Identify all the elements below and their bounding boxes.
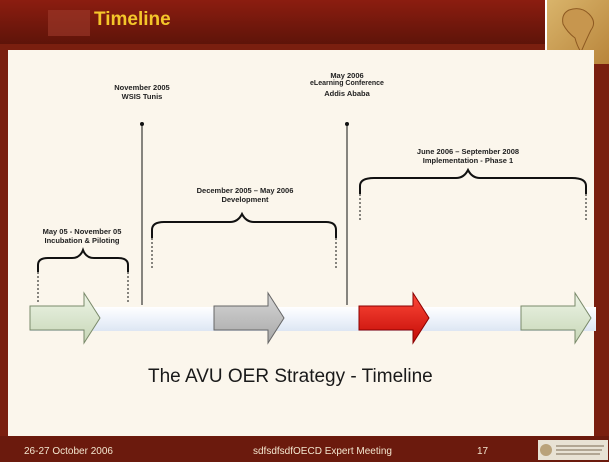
- arrow-development: [213, 291, 285, 345]
- brace-incubation: [37, 247, 129, 272]
- milestone-dot-wsis: [140, 122, 144, 126]
- milestone-wsis-name: WSIS Tunis: [121, 92, 163, 102]
- phase-implementation-dates: June 2006 – September 2008: [416, 147, 520, 156]
- milestone-wsis-date: November 2005: [114, 83, 170, 92]
- milestone-dot-elearning: [345, 122, 349, 126]
- milestone-elearning-place: Addis Ababa: [324, 89, 370, 99]
- footer-event: sdfsdfsdfOECD Expert Meeting: [253, 446, 392, 457]
- arrow-end: [520, 291, 592, 345]
- phase-incubation-dates: May 05 - November 05: [42, 227, 122, 236]
- phase-incubation-name: Incubation & Piloting: [44, 236, 120, 246]
- slide-title: Timeline: [94, 9, 171, 30]
- arrow-incubation: [29, 291, 101, 345]
- slide-header: [0, 0, 609, 44]
- timeline-band: [30, 307, 596, 331]
- slide-footer: [0, 436, 609, 462]
- milestone-elearning-name: eLearning Conference: [310, 80, 384, 88]
- phase-development-dates: December 2005 – May 2006: [196, 186, 294, 195]
- brace-development: [151, 211, 337, 238]
- footer-page-number: 17: [477, 446, 489, 457]
- milestone-label-wsis: November 2005 WSIS Tunis: [92, 83, 192, 102]
- milestone-elearning-date: May 2006: [330, 71, 364, 80]
- strategy-caption: The AVU OER Strategy - Timeline: [148, 366, 433, 387]
- milestone-label-elearning: May 2006 eLearning Conference Addis Abab…: [290, 71, 404, 99]
- phase-development-name: Development: [221, 195, 269, 205]
- arrow-implementation: [358, 291, 430, 345]
- slide-content: [8, 50, 594, 436]
- phase-implementation-name: Implementation - Phase 1: [422, 156, 514, 166]
- brace-implementation: [359, 167, 587, 194]
- title-accent: [48, 10, 90, 36]
- phase-label-incubation: May 05 - November 05 Incubation & Piloti…: [22, 227, 142, 246]
- phase-label-implementation: June 2006 – September 2008 Implementatio…: [400, 147, 536, 166]
- footer-date: 26-27 October 2006: [24, 446, 113, 457]
- phase-label-development: December 2005 – May 2006 Development: [170, 186, 320, 205]
- avu-logo: [538, 440, 608, 460]
